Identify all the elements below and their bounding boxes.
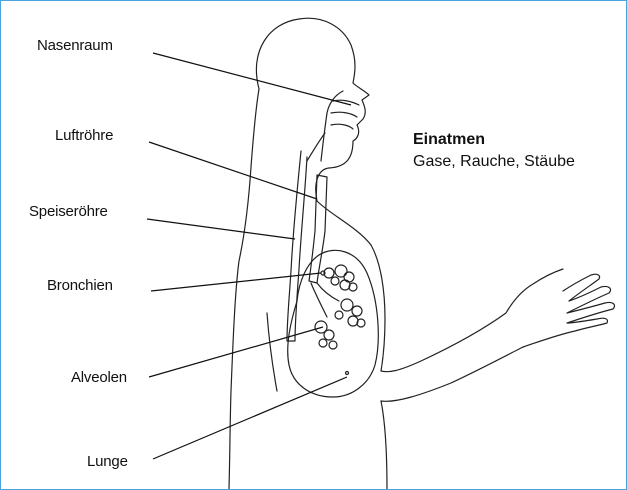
bronchi-outline bbox=[311, 283, 339, 317]
label-bronchien: Bronchien bbox=[47, 277, 113, 294]
arm-lower-outline bbox=[381, 347, 523, 401]
diagram-heading: Einatmen bbox=[413, 131, 485, 149]
label-luftroehre: Luftröhre bbox=[55, 127, 113, 144]
esophagus-outline bbox=[287, 151, 307, 341]
diagram-subheading: Gase, Rauche, Stäube bbox=[413, 153, 575, 171]
leader-alveolen bbox=[149, 327, 323, 377]
label-nasenraum: Nasenraum bbox=[37, 37, 113, 54]
leader-lunge bbox=[153, 377, 347, 459]
arm-bottom-outline bbox=[381, 401, 387, 489]
head-outline bbox=[256, 18, 369, 201]
leader-nasenraum bbox=[153, 53, 351, 105]
neck-back-outline bbox=[229, 89, 259, 489]
label-lunge: Lunge bbox=[87, 453, 128, 470]
shoulder-inner-outline bbox=[267, 313, 277, 391]
leader-speiseroehre bbox=[147, 219, 295, 239]
leader-luftroehre bbox=[149, 142, 317, 199]
label-speiseroehre: Speiseröhre bbox=[29, 203, 108, 220]
hand-outline bbox=[523, 274, 615, 347]
trachea-outline bbox=[309, 175, 327, 283]
label-alveolen: Alveolen bbox=[71, 369, 127, 386]
